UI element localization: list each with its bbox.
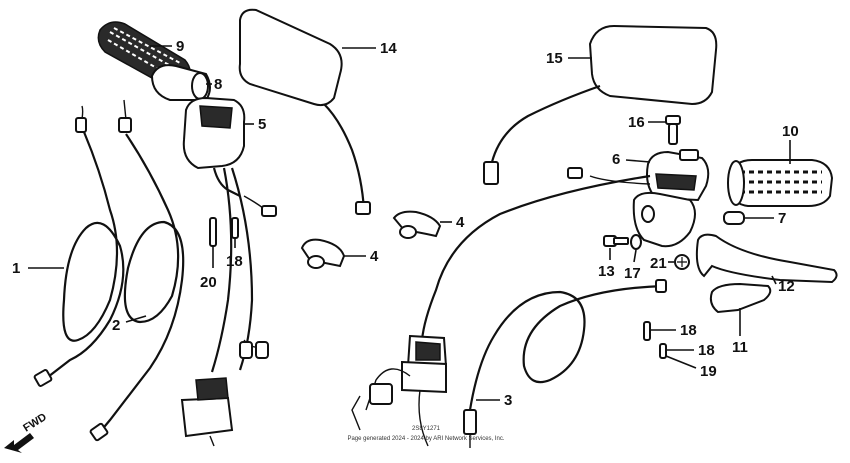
callout-7: 7 [778, 210, 786, 227]
washer-17 [630, 234, 642, 250]
callout-18-right-upper: 18 [680, 322, 697, 339]
brake-lever [695, 233, 838, 284]
callout-8: 8 [214, 76, 222, 93]
left-wiring-harness [180, 167, 277, 447]
bolt-13 [603, 235, 629, 247]
callout-4-upper: 4 [456, 214, 465, 231]
callout-14: 14 [380, 40, 397, 57]
lever-cover [709, 282, 772, 314]
left-mirror [238, 8, 371, 215]
collar-7 [723, 211, 745, 225]
throttle-collar [150, 64, 211, 101]
cable-clamp-left [300, 238, 346, 269]
screw-20 [209, 217, 217, 247]
callout-21: 21 [650, 255, 667, 272]
callout-11: 11 [732, 339, 748, 356]
clutch-cable [33, 105, 125, 387]
callout-20: 20 [200, 274, 217, 291]
callout-18-right-lower: 18 [698, 342, 715, 359]
footer-copyright: Page generated 2024 - 2024 by ARI Networ… [347, 436, 504, 442]
right-mirror [483, 24, 718, 185]
callout-13: 13 [598, 263, 615, 280]
nut-21 [674, 254, 690, 270]
footer-code: 2S8Y1271 [412, 426, 441, 432]
callout-18-left: 18 [226, 253, 243, 270]
callout-19: 19 [700, 363, 717, 380]
right-grip [727, 159, 834, 207]
callout-4-lower: 4 [370, 248, 379, 265]
throttle-cable [89, 99, 185, 442]
brake-switch-cable [463, 279, 667, 448]
screw-16 [665, 115, 681, 145]
cable-clamp-right [392, 210, 442, 239]
right-switch-housing [646, 149, 710, 202]
callout-10: 10 [782, 123, 799, 140]
callout-1: 1 [12, 260, 20, 277]
callout-5: 5 [258, 116, 266, 133]
callout-9: 9 [176, 38, 184, 55]
master-cylinder [632, 191, 696, 248]
callout-12: 12 [778, 278, 795, 295]
callout-17: 17 [624, 265, 641, 282]
callout-15: 15 [546, 50, 563, 67]
callout-3: 3 [504, 392, 512, 409]
forward-arrow-icon [4, 433, 34, 453]
callout-2: 2 [112, 317, 120, 334]
screw-18-right-upper [643, 321, 651, 341]
screw-18-left [231, 217, 239, 239]
right-wiring-harness [351, 167, 651, 447]
callout-16: 16 [628, 114, 645, 131]
callouts: 1 2 3 4 4 5 6 7 8 9 10 11 12 [12, 38, 799, 409]
forward-label: FWD [21, 411, 49, 434]
callout-6: 6 [612, 151, 620, 168]
screw-18-right-lower [659, 343, 667, 359]
